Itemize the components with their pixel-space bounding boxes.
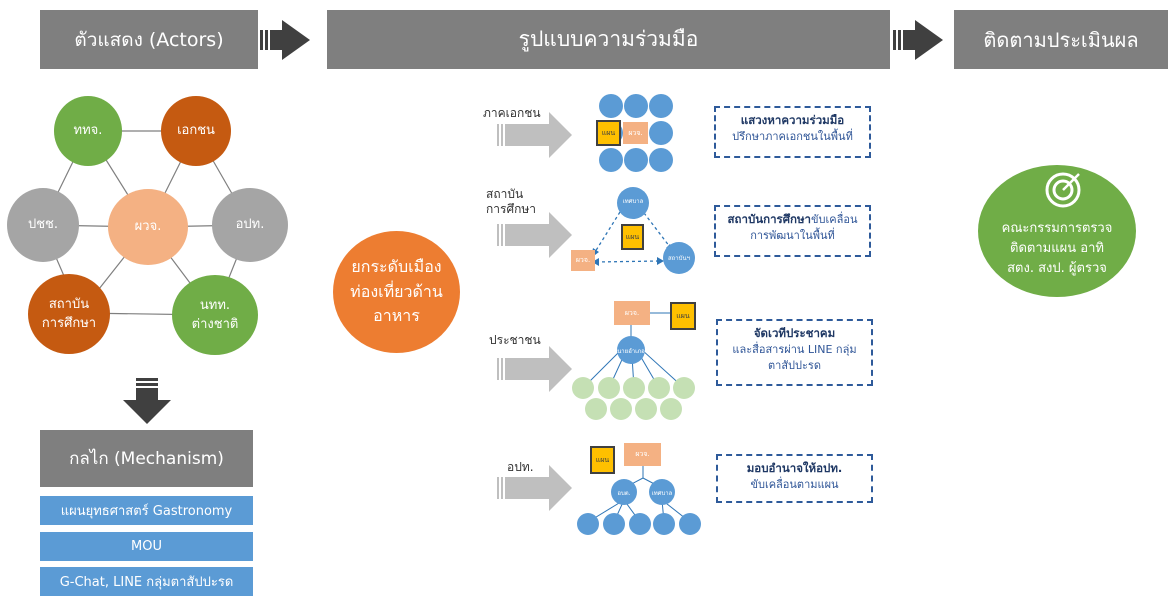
row3-plan-label: แผน	[676, 311, 690, 320]
actor-foreign-tourists-label-1: นทท.	[199, 297, 231, 313]
row3-district-label: นายอำเภอ	[617, 348, 645, 355]
actor-citizens: ปชช.	[7, 188, 79, 262]
row3-plan-doc: แผน	[670, 302, 696, 330]
header-model-label: รูปแบบความร่วมมือ	[518, 27, 699, 51]
row1-governor-label: ผวจ.	[628, 128, 643, 137]
actor-citizens-label: ปชช.	[27, 217, 59, 233]
row1-box-text: ปรึกษาภาคเอกชนในพื้นที่	[732, 129, 853, 143]
row3-box-text-1: และสื่อสารผ่าน LINE กลุ่ม	[732, 342, 857, 356]
goal-line-2: ท่องเที่ยวด้าน	[350, 281, 443, 301]
row3-box-text-2: ตาสัปปะรด	[768, 358, 821, 372]
row4-box-title: มอบอำนาจให้อปท.	[746, 461, 843, 475]
mechanism-item-mou: MOU	[40, 532, 253, 561]
row2-municipality-text: เทศบาล	[621, 196, 645, 206]
row2-plan-doc: แผน	[621, 224, 644, 250]
row2-governor-label: ผวจ.	[575, 256, 591, 264]
row4-box-text: ขับเคลื่อนตามแผน	[750, 477, 839, 491]
actor-foreign-tourists: นทท. ต่างชาติ	[172, 275, 258, 355]
row2-label: สถาบัน การศึกษา	[486, 187, 536, 217]
row3-district-text: นายอำเภอ	[617, 346, 645, 356]
actor-foreign-tourists-label-2: ต่างชาติ	[191, 317, 239, 332]
mechanism-title: กลไก (Mechanism)	[69, 449, 224, 469]
row4-municipality-label: เทศบาล	[651, 490, 673, 497]
header-evaluation-label: ติดตามประเมินผล	[983, 27, 1139, 52]
evaluation-circle: คณะกรรมการตรวจ ติดตามแผน อาทิ สตง. สงป. …	[978, 165, 1136, 297]
actor-governor: ผวจ.	[108, 189, 188, 265]
row2-governor-box: ผวจ.	[571, 250, 595, 271]
row4-label-text: อปท.	[507, 460, 534, 474]
row4-subdistrict-label: อบต.	[617, 490, 631, 497]
actor-private-sector: เอกชน	[161, 96, 231, 166]
goal-circle: ยกระดับเมือง ท่องเที่ยวด้าน อาหาร	[333, 231, 460, 353]
row4-label: อปท.	[507, 460, 534, 475]
header-actors: ตัวแสดง (Actors)	[40, 10, 258, 69]
header-actors-label: ตัวแสดง (Actors)	[74, 28, 224, 51]
row2-label-line-2: การศึกษา	[486, 202, 536, 216]
mechanism-item-chat-label: G-Chat, LINE กลุ่มตาสัปปะรด	[59, 575, 234, 590]
row3-label: ประชาชน	[489, 333, 541, 348]
row2-box-text: การพัฒนาในพื้นที่	[750, 228, 835, 242]
row4-municipality-text: เทศบาล	[650, 488, 674, 498]
row3-people-circles	[572, 377, 695, 420]
actor-governor-label: ผวจ.	[134, 219, 162, 235]
row4-lines	[587, 466, 691, 523]
mechanism-item-mou-label: MOU	[131, 539, 162, 554]
row2-institute-label: สถาบันฯ	[668, 255, 690, 262]
header-evaluation: ติดตามประเมินผล	[954, 10, 1168, 69]
row1-plan-doc: แผน	[596, 120, 621, 146]
row4-governor-box: ผวจ.	[624, 443, 661, 466]
row1-box-title: แสวงหาความร่วมมือ	[740, 113, 845, 127]
header-model: รูปแบบความร่วมมือ	[327, 10, 890, 69]
header-arrow-2	[893, 20, 943, 60]
row3-box-title: จัดเวทีประชาคม	[753, 326, 836, 340]
row1-plan-label: แผน	[601, 128, 616, 137]
mechanism-header: กลไก (Mechanism)	[40, 430, 253, 487]
header-arrow-1	[260, 20, 310, 60]
actor-education-label-1: สถาบัน	[48, 296, 90, 312]
actor-local-government: อปท.	[212, 188, 288, 262]
mechanism-item-strategy-label: แผนยุทธศาสตร์ Gastronomy	[60, 504, 233, 519]
row2-label-line-1: สถาบัน	[486, 187, 524, 201]
row2-institute-text: สถาบันฯ	[664, 253, 694, 263]
row2-box-title-rest: ขับเคลื่อน	[811, 213, 858, 226]
row1-label-text: ภาคเอกชน	[483, 106, 541, 120]
mechanism-item-strategy: แผนยุทธศาสตร์ Gastronomy	[40, 496, 253, 525]
actor-education-label-2: การศึกษา	[41, 316, 97, 331]
actor-local-government-label: อปท.	[235, 217, 265, 233]
row4-subdistrict-text: อบต.	[613, 488, 635, 498]
actor-tourism-office: ททจ.	[54, 96, 122, 166]
actor-tourism-office-label: ททจ.	[73, 123, 103, 139]
actor-private-sector-label: เอกชน	[177, 123, 215, 139]
evaluation-line-2: ติดตามแผน อาทิ	[1010, 240, 1104, 256]
down-arrow	[123, 378, 171, 424]
goal-line-3: อาหาร	[373, 306, 420, 326]
actor-education: สถาบัน การศึกษา	[28, 274, 110, 354]
row4-bottom-circles	[577, 513, 701, 535]
row4-governor-label: ผวจ.	[635, 450, 650, 458]
row-arrows	[497, 112, 572, 511]
row3-governor-label: ผวจ.	[624, 308, 640, 317]
row4-plan-label: แผน	[595, 455, 610, 464]
evaluation-line-3: สตง. สงป. ผู้ตรวจ	[1007, 261, 1107, 277]
row3-governor-box: ผวจ.	[614, 301, 650, 325]
row4-description-box: มอบอำนาจให้อปท. ขับเคลื่อนตามแผน	[716, 454, 873, 503]
row1-description-box: แสวงหาความร่วมมือ ปรึกษาภาคเอกชนในพื้นที…	[714, 106, 871, 158]
row1-governor-box: ผวจ.	[623, 122, 648, 144]
goal-line-1: ยกระดับเมือง	[351, 256, 442, 276]
mechanism-item-chat: G-Chat, LINE กลุ่มตาสัปปะรด	[40, 567, 253, 596]
row1-label: ภาคเอกชน	[483, 106, 541, 121]
row3-label-text: ประชาชน	[489, 333, 541, 347]
evaluation-line-1: คณะกรรมการตรวจ	[1001, 220, 1113, 236]
row2-plan-label: แผน	[625, 232, 640, 241]
row4-plan-doc: แผน	[590, 446, 615, 474]
row2-box-title: สถาบันการศึกษา	[727, 212, 812, 226]
row2-municipality-label: เทศบาล	[622, 198, 644, 205]
row3-description-box: จัดเวทีประชาคม และสื่อสารผ่าน LINE กลุ่ม…	[716, 319, 873, 386]
row2-description-box: สถาบันการศึกษาขับเคลื่อน การพัฒนาในพื้นท…	[714, 205, 871, 257]
